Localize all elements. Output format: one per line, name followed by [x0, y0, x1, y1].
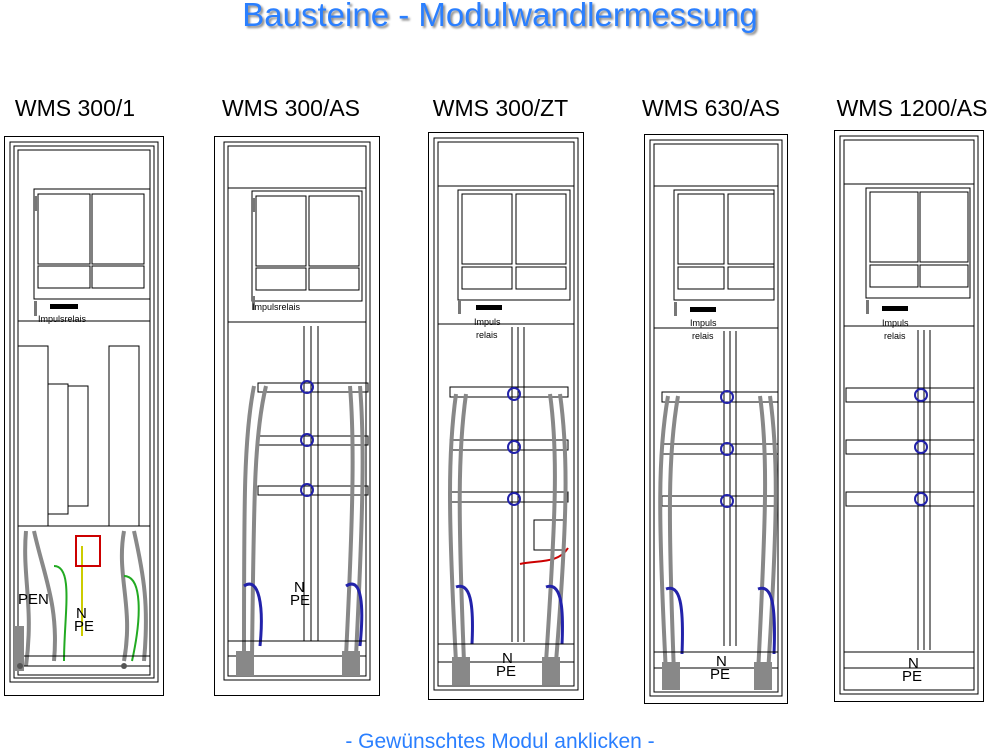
cabinet-drawing [214, 136, 380, 696]
footer-instruction: - Gewünschtes Modul anklicken - [345, 730, 655, 753]
cabinet-drawing [834, 130, 984, 702]
module-label-wms-300-as[interactable]: WMS 300/AS [221, 95, 361, 121]
module-wms-300-zt[interactable]: Impuls relais N PE [428, 132, 584, 700]
pe-label: PE [74, 618, 95, 635]
n-label: N [76, 605, 87, 622]
relay-label: Impuls [882, 318, 909, 328]
module-wms-1200-as[interactable]: Impuls relais N PE [834, 130, 984, 702]
module-label-wms-300-zt[interactable]: WMS 300/ZT [432, 95, 569, 121]
n-label: N [908, 655, 919, 672]
pe-label: PE [902, 668, 923, 685]
page-title: Bausteine - Modulwandlermessung [242, 0, 758, 33]
module-label-wms-630-as[interactable]: WMS 630/AS [641, 95, 781, 121]
relay-label: Impulsrelais [252, 302, 301, 312]
relay-label-2: relais [884, 331, 906, 341]
module-label-wms-300-1[interactable]: WMS 300/1 [14, 95, 136, 121]
pen-label: PEN [18, 591, 49, 608]
module-wms-300-as[interactable]: Impulsrelais N PE [214, 136, 380, 696]
relay-label: Impuls [690, 318, 717, 328]
relay-label: Impulsrelais [38, 314, 87, 324]
cabinet-drawing [4, 136, 164, 696]
cabinet-drawing [428, 132, 584, 700]
relay-label: Impuls [474, 317, 501, 327]
cabinet-drawing [644, 134, 788, 704]
module-wms-300-1[interactable]: Impulsrelais PEN N PE [4, 136, 164, 696]
pe-label: PE [496, 663, 517, 680]
n-label: N [294, 579, 305, 596]
relay-label-2: relais [692, 331, 714, 341]
pe-label: PE [290, 592, 311, 609]
module-wms-630-as[interactable]: Impuls relais N PE [644, 134, 788, 704]
pe-label: PE [710, 666, 731, 683]
module-label-wms-1200-as[interactable]: WMS 1200/AS [836, 95, 988, 121]
n-label: N [502, 650, 513, 667]
n-label: N [716, 653, 727, 670]
relay-label-2: relais [476, 330, 498, 340]
